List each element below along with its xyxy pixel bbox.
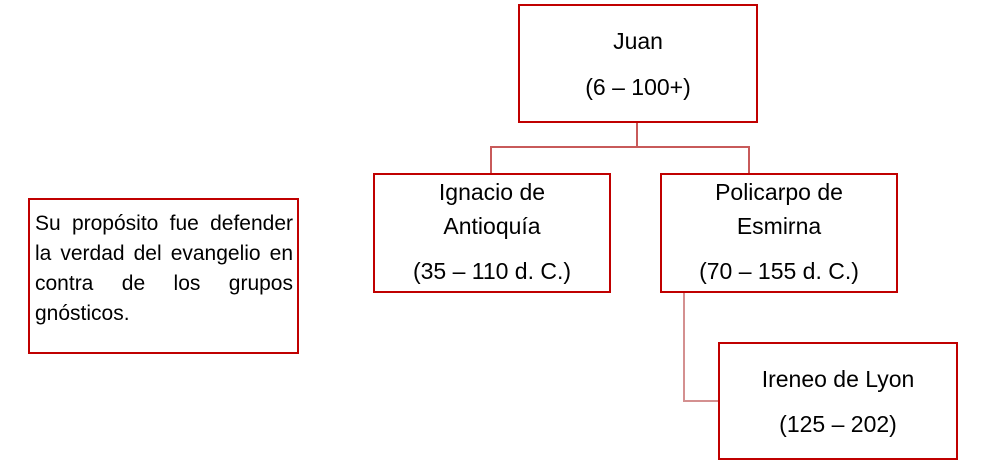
connector-policarpo-down xyxy=(683,292,685,402)
connector-horizontal xyxy=(490,146,750,148)
node-ignacio: Ignacio de Antioquía (35 – 110 d. C.) xyxy=(373,173,611,293)
node-name-line2: Esmirna xyxy=(736,213,822,239)
node-dates: (6 – 100+) xyxy=(585,74,691,100)
node-name: Juan xyxy=(613,28,663,54)
node-policarpo: Policarpo de Esmirna (70 – 155 d. C.) xyxy=(660,173,898,293)
note-box: Su propósito fue defender la verdad del … xyxy=(28,198,299,354)
connector-juan-down xyxy=(636,121,638,148)
node-name-line1: Policarpo de xyxy=(715,179,843,205)
connector-to-ireneo xyxy=(683,400,720,402)
node-juan: Juan (6 – 100+) xyxy=(518,4,758,123)
node-name-line2: Antioquía xyxy=(443,213,541,239)
node-dates: (70 – 155 d. C.) xyxy=(699,258,859,284)
node-dates: (125 – 202) xyxy=(779,411,897,437)
node-dates: (35 – 110 d. C.) xyxy=(412,258,572,284)
node-ireneo: Ireneo de Lyon (125 – 202) xyxy=(718,342,958,460)
connector-to-policarpo xyxy=(748,146,750,174)
node-name: Ireneo de Lyon xyxy=(761,366,915,392)
connector-to-ignacio xyxy=(490,146,492,174)
node-name-line1: Ignacio de xyxy=(438,179,546,205)
